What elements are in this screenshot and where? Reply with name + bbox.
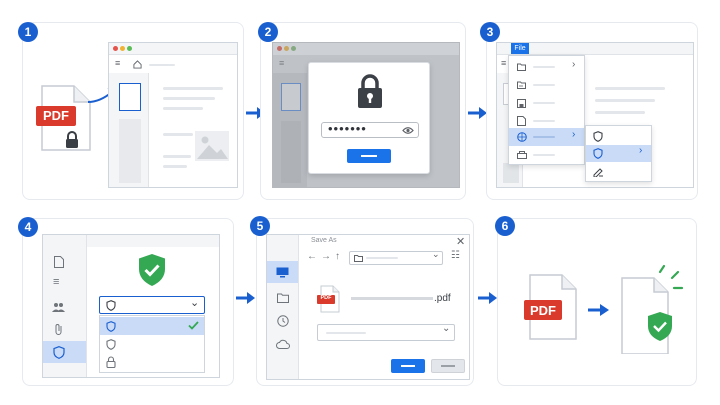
globe-shield-icon: [517, 132, 527, 142]
option-lock-security[interactable]: [100, 353, 204, 371]
up-arrow-icon[interactable]: ↑: [335, 251, 340, 262]
shield-check-icon: [593, 148, 603, 159]
back-arrow-icon[interactable]: ←: [307, 251, 317, 262]
clock-icon[interactable]: [277, 315, 289, 327]
document-icon[interactable]: [54, 256, 64, 268]
paperclip-icon[interactable]: [54, 323, 64, 335]
file-extension: .pdf: [434, 293, 451, 304]
save-as-dialog: Save As ✕ ← → ↑ ⌄ ☷ PDF .pdf ⌄: [266, 234, 470, 380]
file-dropdown-menu: › ›: [508, 55, 585, 165]
chevron-right-icon: ›: [572, 129, 576, 140]
step-arrow-4-5: [236, 292, 255, 304]
step-arrow-5-6: [478, 292, 497, 304]
pdf-file-icon: [524, 274, 577, 340]
security-options-list: [99, 315, 205, 373]
submenu-item-encrypt[interactable]: ›: [586, 145, 651, 162]
menu-item-open[interactable]: ›: [509, 58, 584, 76]
image-placeholder-icon: [195, 131, 229, 161]
people-icon[interactable]: [52, 302, 65, 312]
option-certificate-security[interactable]: [100, 335, 204, 353]
sidebar-item-desktop[interactable]: [267, 261, 298, 283]
desktop-icon: [276, 267, 289, 278]
protected-file-icon: [621, 264, 684, 354]
option-password-security[interactable]: [100, 317, 204, 335]
menu-item-save[interactable]: [509, 94, 584, 112]
padlock-icon: [358, 74, 382, 108]
page-thumbnail-selected[interactable]: [119, 83, 141, 111]
shield-icon: [53, 346, 65, 359]
document-icon: [517, 116, 526, 126]
checkmark-icon: [188, 321, 199, 330]
submenu-item-sign[interactable]: [586, 163, 651, 180]
print-icon: [517, 151, 527, 159]
shield-icon: [593, 131, 603, 142]
menu-item-print[interactable]: [509, 146, 584, 164]
chevron-down-icon: ⌄: [432, 249, 440, 259]
step-4-badge: 4: [18, 217, 38, 237]
result-arrow: [588, 304, 609, 316]
lock-icon: [66, 131, 78, 148]
view-options-icon[interactable]: ☷: [451, 250, 460, 261]
location-path-select[interactable]: ⌄: [349, 249, 443, 265]
filename-input[interactable]: [351, 297, 433, 300]
step-3-badge: 3: [480, 22, 500, 42]
password-mask: •••••••: [328, 121, 367, 136]
shield-outline-icon: [106, 339, 116, 350]
menu-item-protect[interactable]: ›: [509, 128, 584, 146]
menu-item-export[interactable]: [509, 112, 584, 130]
password-dialog: •••••••: [308, 62, 430, 174]
menu-icon[interactable]: ≡: [501, 58, 507, 68]
cloud-icon[interactable]: [276, 339, 290, 349]
menu-item-recent[interactable]: [509, 76, 584, 94]
shield-icon: [106, 300, 116, 311]
save-icon: [517, 99, 526, 108]
pdf-file-small-icon: [317, 285, 340, 313]
chevron-right-icon: ›: [639, 145, 643, 156]
eye-icon[interactable]: [402, 126, 414, 135]
security-method-select[interactable]: ⌄: [99, 296, 205, 314]
unlock-button[interactable]: [347, 149, 391, 163]
password-input[interactable]: •••••••: [321, 121, 419, 138]
save-button[interactable]: [391, 359, 425, 373]
pdf-file-icon: [36, 85, 91, 151]
pdf-file-label: PDF: [320, 295, 332, 301]
shield-check-icon: [106, 321, 116, 332]
green-shield-check-icon: [139, 254, 165, 286]
lock-icon: [106, 356, 116, 368]
sidebar-item-security[interactable]: [43, 341, 86, 363]
chevron-right-icon: ›: [572, 59, 576, 70]
pdf-label: PDF: [43, 108, 69, 123]
chevron-down-icon: ⌄: [442, 323, 451, 334]
security-settings-window: ✕ ≡ ⌄: [42, 234, 220, 378]
cancel-button[interactable]: [431, 359, 465, 373]
list-icon[interactable]: ≡: [53, 276, 60, 288]
folder-icon: [517, 63, 526, 71]
folder-icon: [354, 255, 363, 262]
page-thumbnail[interactable]: [119, 119, 141, 183]
step-6-badge: 6: [495, 216, 515, 236]
home-icon[interactable]: [133, 60, 142, 69]
signature-icon: [593, 168, 603, 177]
dialog-title: Save As: [311, 237, 337, 244]
step-arrow-2-3: [468, 107, 487, 119]
step-2-badge: 2: [258, 22, 278, 42]
folder-open-icon: [517, 81, 526, 89]
file-type-select[interactable]: ⌄: [317, 323, 455, 341]
menu-icon[interactable]: ≡: [115, 58, 121, 68]
submenu-item-shield[interactable]: [586, 128, 651, 145]
folder-icon[interactable]: [277, 293, 289, 303]
chevron-down-icon: ⌄: [190, 297, 200, 309]
forward-arrow-icon[interactable]: →: [321, 251, 331, 262]
close-icon[interactable]: ✕: [456, 236, 466, 248]
pdf-label: PDF: [530, 303, 556, 318]
file-menu-tab[interactable]: File: [511, 43, 529, 54]
protect-submenu: ›: [585, 125, 652, 182]
step-1-badge: 1: [18, 22, 38, 42]
pdf-viewer-window: ≡: [108, 42, 238, 188]
step-5-badge: 5: [250, 216, 270, 236]
